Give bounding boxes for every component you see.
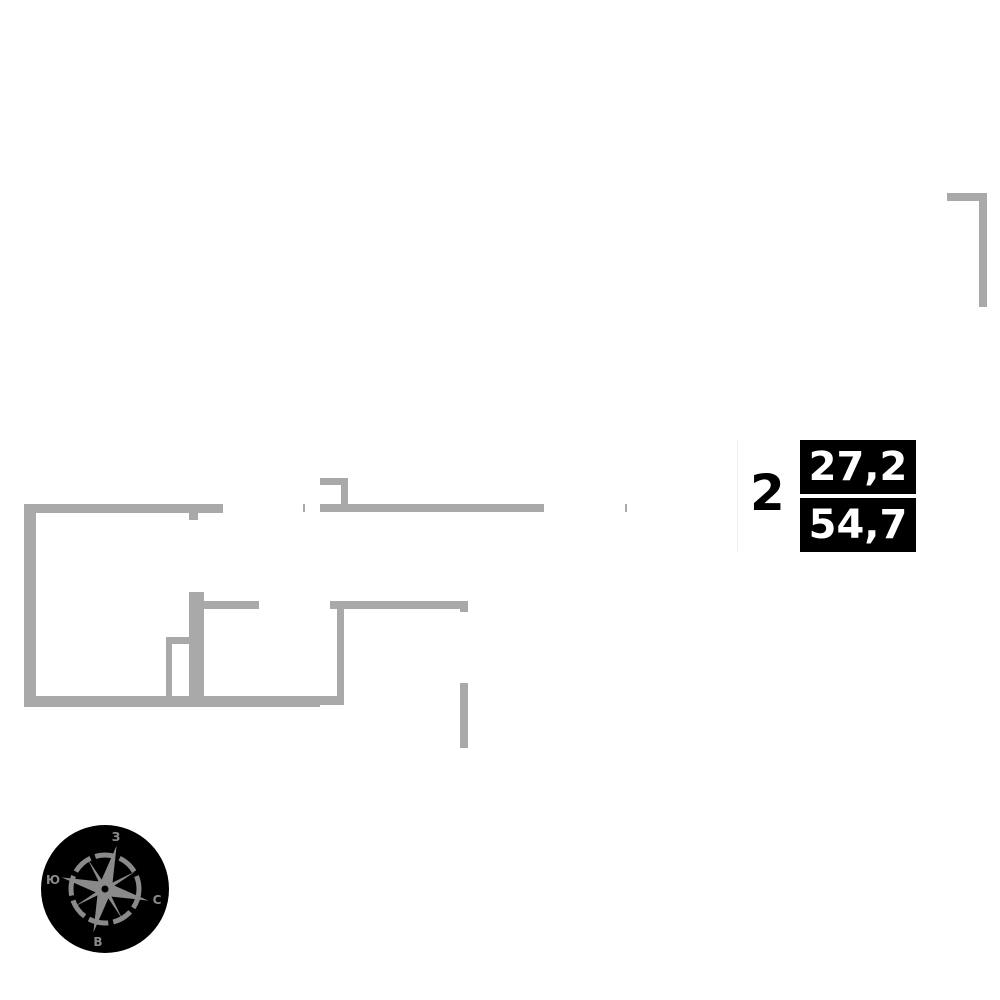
wall	[337, 601, 344, 704]
wall	[320, 478, 348, 485]
wall	[24, 696, 320, 707]
compass-label-south: Ю	[46, 873, 60, 887]
wall	[947, 193, 987, 201]
total-area-badge: 54,7	[800, 498, 916, 552]
wall	[189, 512, 198, 520]
wall	[330, 601, 468, 609]
wall	[979, 193, 987, 307]
wall	[303, 504, 305, 512]
wall	[189, 592, 204, 707]
wall	[341, 478, 348, 508]
wall	[320, 504, 544, 512]
compass-label-west: З	[112, 830, 121, 844]
divider	[737, 440, 738, 552]
compass-label-east: В	[93, 935, 102, 949]
wall	[166, 637, 172, 697]
wall	[24, 504, 223, 513]
wall	[24, 504, 36, 707]
wall	[320, 696, 344, 705]
compass-icon: З В С Ю	[41, 825, 169, 953]
wall	[198, 601, 259, 609]
wall	[460, 601, 468, 612]
wall	[460, 683, 468, 748]
living-area-badge: 27,2	[800, 440, 916, 494]
compass-label-north: С	[153, 893, 162, 907]
wall	[625, 504, 627, 512]
wall	[166, 637, 189, 644]
room-count: 2	[750, 464, 785, 522]
